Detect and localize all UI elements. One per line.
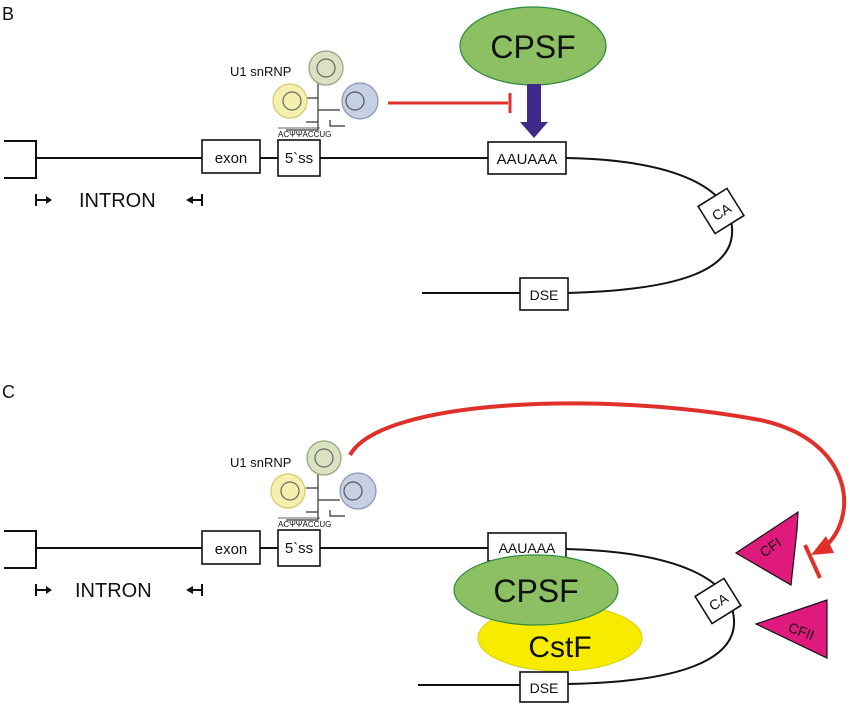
exon-box (201, 530, 261, 565)
cfii-triangle (754, 599, 828, 659)
intron-label: INTRON (75, 580, 152, 602)
u1-snrnp-label: U1 snRNP (230, 455, 291, 470)
aauaaa-box (487, 141, 567, 175)
intron-label: INTRON (79, 190, 156, 212)
aauaaa-label: AAUAAA (499, 540, 556, 556)
cpsf-label: CPSF (493, 573, 578, 609)
u1-green-domain (306, 440, 342, 476)
cfi-factor: CFI (734, 510, 799, 586)
u1-green-domain (308, 50, 344, 86)
five-prime-ss-box (277, 529, 321, 567)
panel-b-letter: B (2, 4, 14, 24)
forward-primer-icon (35, 194, 52, 206)
exon-box (201, 139, 261, 174)
u1-sequence: ACΨΨACCUG (278, 520, 331, 529)
cf-inhibition-bar (803, 544, 822, 579)
cpsf-arrowhead (520, 122, 548, 138)
five-prime-ss-box (277, 139, 321, 177)
exon-start-bracket (4, 530, 37, 569)
exon-start-bracket (4, 140, 37, 179)
exon-label: exon (215, 150, 248, 167)
u1-yellow-domain (272, 83, 308, 119)
cpsf-complex (453, 554, 619, 626)
dse-label: DSE (530, 680, 559, 696)
aauaaa-label: AAUAAA (497, 151, 558, 168)
cfii-factor: CFII (754, 599, 828, 659)
rna-loop (565, 548, 736, 685)
panel-c: C INTRON exon 5`ss AAUAAA U1 snRNP (2, 382, 847, 703)
five-prime-ss-label: 5`ss (285, 540, 313, 557)
forward-primer-icon (35, 584, 52, 596)
u1-snrnp-label: U1 snRNP (230, 64, 291, 79)
ca-box: CA (694, 577, 742, 625)
long-inhibition-arc (348, 401, 847, 551)
inhibition-arrowhead (811, 536, 834, 555)
dse-label: DSE (530, 287, 559, 303)
u1-blue-domain (339, 472, 377, 510)
u1-snrnp: U1 snRNP ACΨΨACCUG (230, 440, 377, 529)
u1-yellow-domain (270, 473, 306, 509)
panel-b: B INTRON exon 5`ss AAUAAA CA (2, 4, 745, 311)
cstf-label: CstF (528, 631, 591, 664)
u1-blue-domain (341, 82, 379, 120)
reverse-primer-icon (186, 584, 203, 596)
dse-box (519, 671, 569, 703)
rna-loop (565, 157, 734, 294)
ca-box: CA (697, 187, 745, 235)
five-prime-ss-label: 5`ss (285, 150, 313, 167)
exon-label: exon (215, 541, 248, 558)
u1-snrnp: U1 snRNP ACΨΨACCUG (230, 50, 379, 139)
dse-box (519, 277, 569, 311)
cfi-triangle (734, 510, 799, 586)
panel-c-letter: C (2, 382, 15, 402)
cpsf-binding-arrow (527, 84, 541, 124)
cpsf-label: CPSF (490, 29, 575, 65)
reverse-primer-icon (186, 194, 203, 206)
u1-sequence: ACΨΨACCUG (278, 130, 331, 139)
